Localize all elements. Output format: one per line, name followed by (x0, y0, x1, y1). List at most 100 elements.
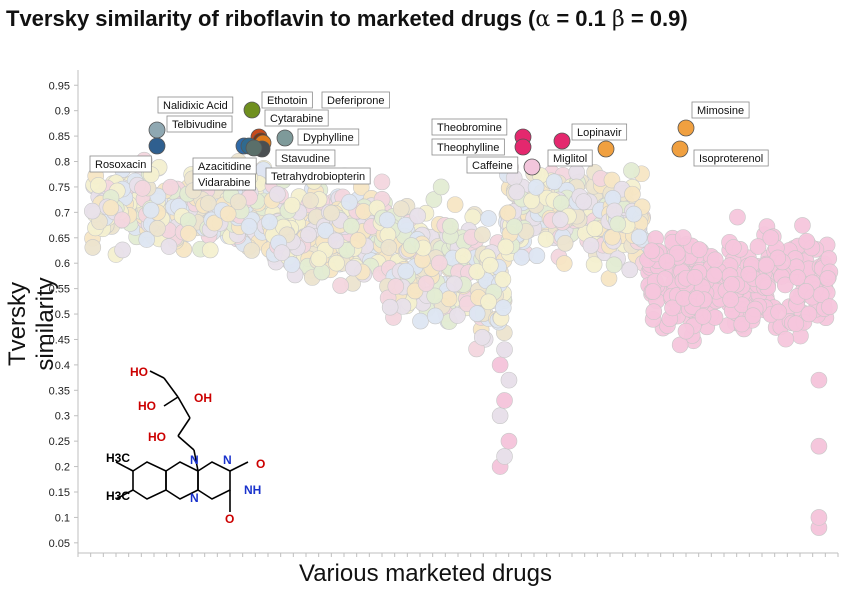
data-point (432, 178, 450, 196)
y-tick-label: 0.75 (49, 182, 70, 194)
point-label-text: Nalidixic Acid (163, 100, 228, 112)
y-tick-label: 0.15 (49, 487, 70, 499)
data-point (162, 178, 179, 196)
data-point (499, 204, 517, 222)
data-point (729, 208, 746, 226)
mol-atom: O (256, 457, 265, 471)
data-point (555, 255, 573, 272)
data-point (494, 271, 512, 288)
data-point (261, 213, 278, 231)
data-point (508, 183, 525, 201)
mol-atom: NH (244, 483, 261, 497)
data-point (787, 315, 805, 332)
y-tick-label: 0.5 (55, 309, 70, 321)
data-point (575, 193, 593, 210)
data-point (425, 191, 443, 208)
point-label-text: Mimosine (697, 105, 744, 117)
data-point (230, 193, 247, 211)
highlighted-point (671, 140, 689, 158)
data-point (500, 432, 518, 450)
data-point (491, 407, 509, 425)
mol-atom: OH (194, 391, 212, 405)
data-point (403, 237, 420, 254)
data-point (317, 222, 334, 239)
point-label: Mimosine (691, 101, 750, 119)
data-point (496, 341, 513, 358)
data-point (545, 173, 563, 191)
mol-atom: N (190, 453, 199, 467)
data-point (397, 216, 414, 234)
data-point (749, 238, 767, 255)
data-point (643, 242, 661, 260)
data-point (442, 217, 459, 235)
point-label: Nalidixic Acid (157, 96, 234, 114)
data-point (664, 299, 681, 317)
y-tick-label: 0.45 (49, 334, 70, 346)
data-point (300, 226, 317, 244)
data-point (528, 247, 546, 265)
highlighted-point (245, 139, 263, 157)
data-point (269, 185, 286, 203)
data-point (480, 210, 497, 227)
data-point (770, 303, 787, 321)
point-label-text: Isoproterenol (699, 153, 763, 165)
data-point (623, 162, 640, 179)
data-point (674, 229, 692, 246)
data-point (656, 270, 674, 287)
data-point (800, 305, 818, 323)
data-point (621, 261, 639, 279)
data-point (349, 231, 367, 249)
data-point (90, 177, 107, 194)
y-tick-label: 0.55 (49, 284, 70, 296)
data-point (342, 217, 360, 235)
highlighted-point (276, 129, 294, 147)
data-point (821, 298, 838, 316)
highlighted-point (553, 132, 571, 150)
data-point (102, 199, 120, 217)
point-label-box (261, 91, 313, 109)
mol-atom: H3C (106, 489, 130, 503)
point-label: Dyphylline (297, 128, 360, 146)
data-point (412, 312, 429, 330)
point-label: Caffeine (466, 156, 519, 174)
data-point (624, 185, 641, 203)
data-point (160, 238, 178, 255)
data-point (758, 256, 775, 274)
point-label-box (466, 156, 519, 174)
x-axis-label: Various marketed drugs (298, 560, 552, 587)
mol-atom: N (190, 491, 199, 505)
data-point (345, 259, 362, 277)
data-point (537, 230, 555, 248)
data-point (446, 196, 464, 213)
data-point (138, 231, 155, 248)
data-point (206, 214, 223, 232)
highlighted-point (597, 140, 615, 158)
data-point (480, 293, 497, 311)
mol-atom: O (225, 512, 234, 526)
data-point (378, 211, 396, 229)
data-point (810, 371, 828, 389)
y-axis-label: Tversky similarity (4, 277, 59, 371)
highlighted-point (148, 137, 166, 155)
data-point (240, 218, 258, 235)
y-tick-label: 0.85 (49, 131, 70, 143)
data-point (810, 437, 828, 455)
point-label: Azacitidine (192, 157, 257, 175)
data-point (776, 276, 794, 294)
mol-atom: HO (148, 430, 166, 444)
y-tick-label: 0.4 (55, 360, 70, 372)
data-point (798, 232, 816, 250)
point-label: Rosoxacin (89, 155, 152, 173)
point-label-text: Dyphylline (303, 132, 354, 144)
data-point (609, 215, 627, 233)
data-point (134, 179, 151, 197)
data-point (417, 275, 435, 292)
data-point (644, 283, 662, 300)
data-point (568, 164, 586, 181)
point-label-text: Vidarabine (198, 177, 250, 189)
background-points (84, 151, 839, 536)
data-point (201, 241, 219, 259)
point-label-text: Theobromine (437, 122, 502, 134)
data-point (585, 256, 603, 273)
point-label-text: Caffeine (472, 160, 513, 172)
